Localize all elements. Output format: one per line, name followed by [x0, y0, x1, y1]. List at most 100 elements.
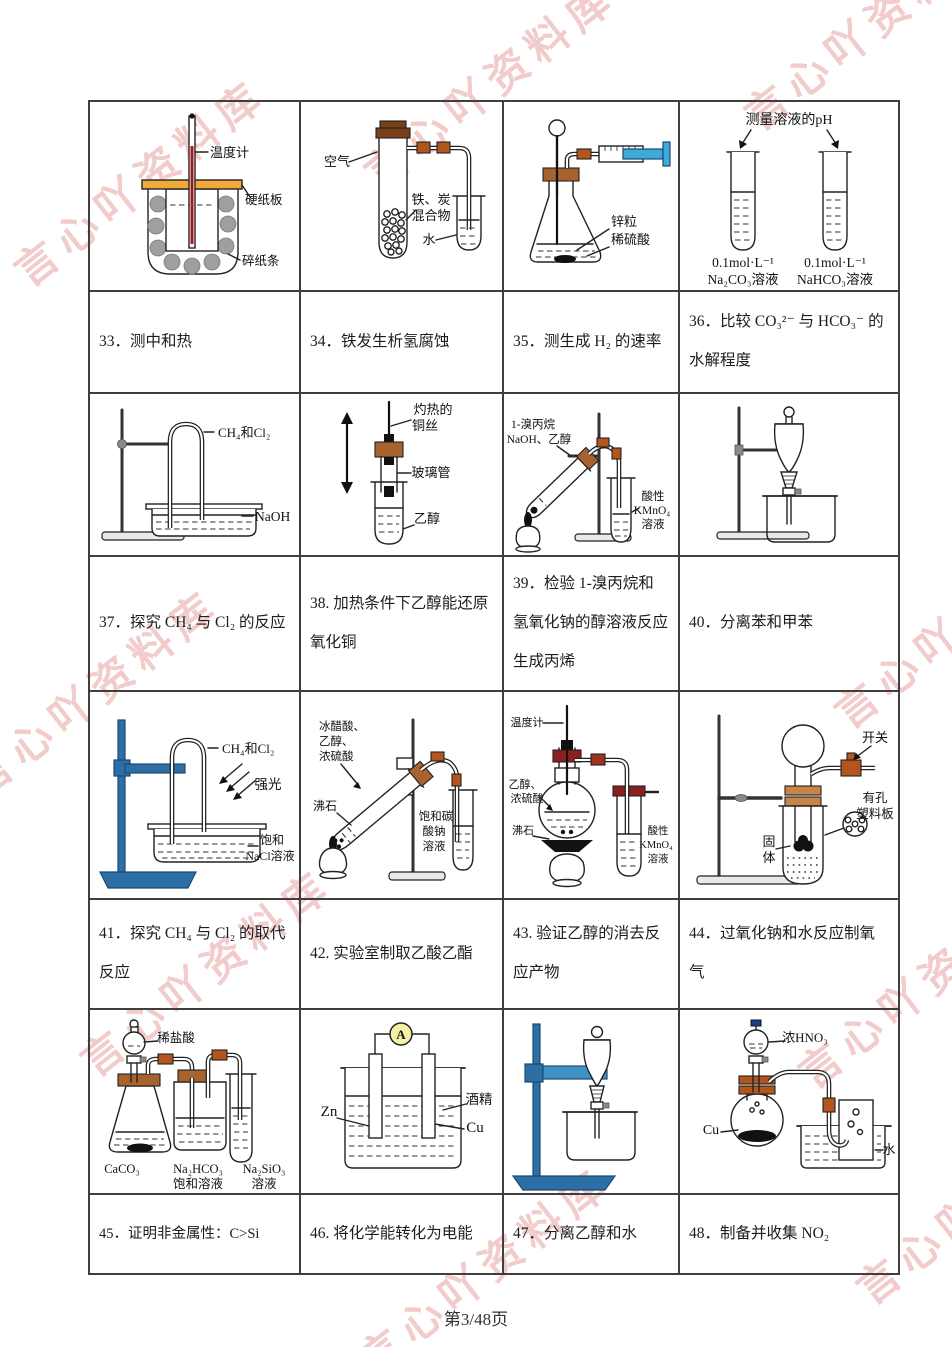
caption-47: 47．分离乙醇和水: [504, 1195, 680, 1273]
caption-43-text: 43. 验证乙醇的消去反应产物: [513, 925, 661, 981]
diagram-37-ch4-cl2-reaction: CH₄和Cl₂ NaOH: [90, 394, 301, 557]
apparatus-48-svg: 浓HNO₃ Cu 水: [703, 1019, 895, 1169]
label-nahco3-solution: NaHCO₃溶液: [797, 272, 873, 287]
diagram-34-iron-corrosion: 空气 铁、炭 混合物 水: [301, 102, 504, 292]
caption-41: 41．探究 CH₄ 与 Cl₂ 的取代反应: [90, 900, 301, 1010]
label-ethanol: 乙醇: [414, 511, 440, 526]
caption-45-text: 45．证明非金属性：C>Si: [99, 1225, 260, 1242]
caption-41-text: 41．探究 CH₄ 与 Cl₂ 的取代反应: [99, 925, 286, 981]
label-solid-1: 固: [762, 834, 775, 849]
label-receiver-2: 酸钠: [423, 824, 446, 838]
apparatus-40-svg: [716, 405, 838, 543]
label-ch4-cl2: CH₄和Cl₂: [222, 741, 274, 756]
apparatus-46-svg: A Zn 酒精 Cu: [321, 1022, 493, 1169]
caption-42-text: 42. 实验室制取乙酸乙酯: [310, 944, 473, 962]
caption-48: 48．制备并收集 NO₂: [680, 1195, 898, 1273]
label-saturated-1: 饱和: [260, 832, 284, 847]
label-perforated-2: 塑料板: [856, 806, 894, 821]
diagram-42-ethyl-acetate: 冰醋酸、 乙醇、 浓硫酸 沸石 饱和碳 酸钠 溶液: [301, 692, 504, 900]
caption-33-text: 33．测中和热: [99, 332, 193, 350]
caption-35: 35．测生成 H₂ 的速率: [504, 292, 680, 394]
apparatus-47-svg: [511, 1023, 638, 1191]
apparatus-43-svg: 温度计 乙醇、 浓硫酸 沸石 酸性 KMnO₄ 溶液: [509, 704, 673, 888]
label-thermometer: 温度计: [210, 145, 249, 160]
label-measure-ph: 测量溶液的pH: [745, 112, 832, 128]
label-kmno4: KMnO₄: [639, 840, 673, 851]
caption-39-text: 39．检验 1-溴丙烷和氢氧化钠的醇溶液反应生成丙烯: [513, 575, 669, 670]
label-hot-copper-wire-1: 灼热的: [413, 402, 452, 417]
label-shredded-paper: 碎纸条: [242, 253, 280, 268]
label-solution: 溶液: [648, 852, 669, 865]
label-ammeter: A: [396, 1027, 406, 1042]
label-saturated-solution: 饱和溶液: [173, 1176, 224, 1191]
label-glacial-acetic: 冰醋酸、: [319, 719, 365, 733]
label-nacl-solution: NaCl溶液: [245, 848, 294, 863]
label-acidic: 酸性: [642, 489, 665, 503]
label-naoh-ethanol: NaOH、乙醇: [507, 432, 572, 446]
diagram-38-ethanol-cuo: 灼热的 铜丝 玻璃管 乙醇: [301, 394, 504, 557]
label-caco3: CaCO₃: [104, 1162, 140, 1176]
apparatus-42-svg: 冰醋酸、 乙醇、 浓硫酸 沸石 饱和碳 酸钠 溶液: [313, 718, 478, 881]
label-mixture-2: 混合物: [411, 208, 450, 223]
label-solution: 溶液: [642, 517, 665, 531]
caption-34-text: 34．铁发生析氢腐蚀: [310, 332, 450, 350]
label-conc-h2so4: 浓硫酸: [511, 791, 544, 805]
label-thermometer: 温度计: [511, 715, 544, 729]
diagram-48-no2-preparation: 浓HNO₃ Cu 水: [680, 1010, 898, 1195]
label-solid-2: 体: [762, 850, 775, 865]
caption-46: 46. 将化学能转化为电能: [301, 1195, 504, 1273]
caption-38: 38. 加热条件下乙醇能还原氧化铜: [301, 557, 504, 692]
caption-48-text: 48．制备并收集 NO₂: [689, 1224, 830, 1242]
label-zn: Zn: [321, 1104, 338, 1120]
label-ch4-cl2: CH₄和Cl₂: [218, 425, 270, 440]
label-dilute-h2so4: 稀硫酸: [611, 232, 650, 247]
label-left-concentration: 0.1mol·L⁻¹: [712, 255, 774, 270]
apparatus-41-svg: CH₄和Cl₂ 强光 饱和 NaCl溶液: [99, 719, 295, 889]
apparatus-44-svg: 开关 有孔 塑料板 固 体: [696, 714, 894, 885]
diagram-43-ethanol-elimination: 温度计 乙醇、 浓硫酸 沸石 酸性 KMnO₄ 溶液: [504, 692, 680, 900]
label-zeolite: 沸石: [512, 824, 534, 837]
diagram-44-na2o2-water: 开关 有孔 塑料板 固 体: [680, 692, 898, 900]
caption-40: 40．分离苯和甲苯: [680, 557, 898, 692]
apparatus-39-svg: 1-溴丙烷 NaOH、乙醇 酸性 KMnO₄ 溶液: [507, 412, 670, 553]
apparatus-34-svg: 空气 铁、炭 混合物 水: [324, 120, 486, 259]
apparatus-38-svg: 灼热的 铜丝 玻璃管 乙醇: [341, 400, 453, 545]
caption-34: 34．铁发生析氢腐蚀: [301, 292, 504, 394]
caption-44: 44．过氧化钠和水反应制氧气: [680, 900, 898, 1010]
label-hot-copper-wire-2: 铜丝: [412, 418, 438, 433]
apparatus-35-svg: 锌粒 稀硫酸: [529, 119, 671, 263]
caption-46-text: 46. 将化学能转化为电能: [310, 1224, 473, 1242]
label-switch: 开关: [862, 730, 888, 745]
caption-36-text: 36．比较 CO₃²⁻ 与 HCO₃⁻ 的水解程度: [689, 313, 884, 369]
label-zinc: 锌粒: [611, 214, 637, 229]
caption-37: 37．探究 CH₄ 与 Cl₂ 的反应: [90, 557, 301, 692]
diagram-46-galvanic-cell: A Zn 酒精 Cu: [301, 1010, 504, 1195]
label-dilute-hcl: 稀盐酸: [157, 1030, 195, 1045]
label-receiver-3: 溶液: [423, 839, 446, 853]
label-cu: Cu: [703, 1123, 719, 1138]
label-naoh: NaOH: [255, 509, 290, 524]
diagram-47-separate-ethanol-water: [504, 1010, 680, 1195]
diagram-41-ch4-cl2-light: CH₄和Cl₂ 强光 饱和 NaCl溶液: [90, 692, 301, 900]
label-na2co3-solution: Na₂CO₃溶液: [708, 272, 779, 287]
caption-39: 39．检验 1-溴丙烷和氢氧化钠的醇溶液反应生成丙烯: [504, 557, 680, 692]
apparatus-45-svg: 稀盐酸 CaCO₃ Na₂HCO₃ 饱和溶液 Na₂SiO₃ 溶液: [104, 1019, 286, 1191]
label-glass-tube: 玻璃管: [411, 465, 450, 480]
label-ethanol: 乙醇、: [319, 734, 354, 748]
caption-47-text: 47．分离乙醇和水: [513, 1224, 638, 1242]
caption-36: 36．比较 CO₃²⁻ 与 HCO₃⁻ 的水解程度: [680, 292, 898, 394]
label-water: 水: [422, 232, 435, 247]
caption-35-text: 35．测生成 H₂ 的速率: [513, 332, 662, 350]
label-water: 水: [882, 1142, 895, 1157]
diagram-36-ph-compare: 测量溶液的pH 0.1mol·L⁻¹ Na₂CO₃溶液 0.1mol·L⁻¹ N…: [680, 102, 898, 292]
caption-43: 43. 验证乙醇的消去反应产物: [504, 900, 680, 1010]
label-conc-hno3: 浓HNO₃: [782, 1030, 828, 1045]
experiments-table: 温度计 硬纸板 碎纸条: [88, 100, 900, 1275]
label-ethanol: 乙醇、: [509, 777, 542, 791]
label-alcohol: 酒精: [466, 1092, 493, 1107]
page-number: 第3/48页: [443, 1310, 509, 1329]
label-na2sio3: Na₂SiO₃: [243, 1162, 286, 1176]
label-cu: Cu: [466, 1120, 484, 1136]
diagram-35-h2-rate: 锌粒 稀硫酸: [504, 102, 680, 292]
diagram-40-separating-funnel: [680, 394, 898, 557]
